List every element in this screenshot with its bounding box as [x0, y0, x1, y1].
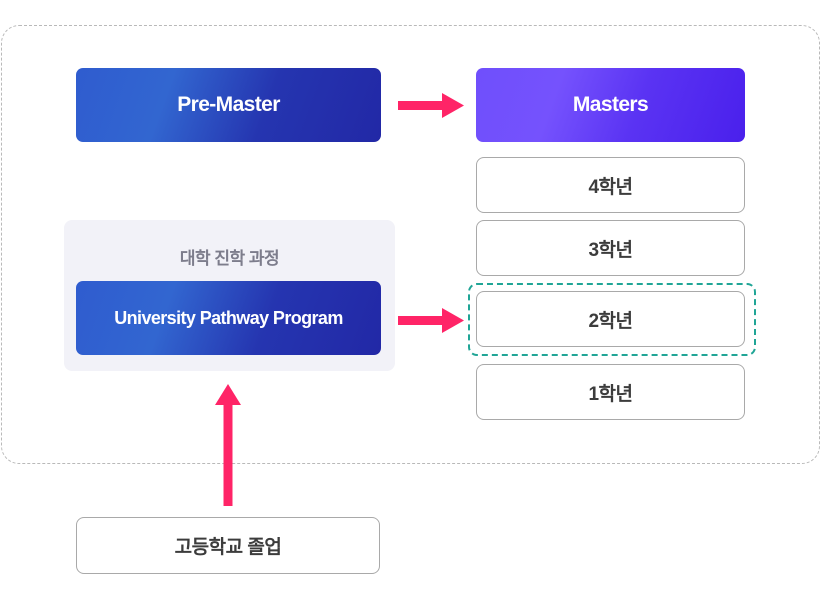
year-4-node[interactable]: 4학년 — [476, 157, 745, 213]
pre-master-label: Pre-Master — [177, 93, 280, 116]
year-2-highlight — [468, 283, 756, 356]
year-3-node[interactable]: 3학년 — [476, 220, 745, 276]
year-3-label: 3학년 — [588, 239, 633, 261]
masters-node[interactable]: Masters — [476, 68, 745, 142]
year-1-label: 1학년 — [588, 383, 633, 405]
year-2-label: 2학년 — [588, 310, 633, 332]
pathway-group-label: 대학 진학 과정 — [179, 249, 280, 268]
high-school-graduation-label: 고등학교 졸업 — [174, 537, 282, 558]
university-pathway-program-label: University Pathway Program — [114, 307, 343, 328]
program-container — [1, 25, 820, 464]
pre-master-node[interactable]: Pre-Master — [76, 68, 381, 142]
year-4-label: 4학년 — [588, 176, 633, 198]
year-1-node[interactable]: 1학년 — [476, 364, 745, 420]
high-school-graduation-node[interactable]: 고등학교 졸업 — [76, 517, 380, 574]
arrow-right-icon — [398, 308, 464, 333]
arrow-right-icon — [398, 93, 464, 118]
arrow-up-icon — [215, 384, 241, 506]
year-2-node[interactable]: 2학년 — [476, 291, 745, 347]
masters-label: Masters — [572, 93, 649, 116]
university-pathway-program-node[interactable]: University Pathway Program — [76, 281, 381, 355]
